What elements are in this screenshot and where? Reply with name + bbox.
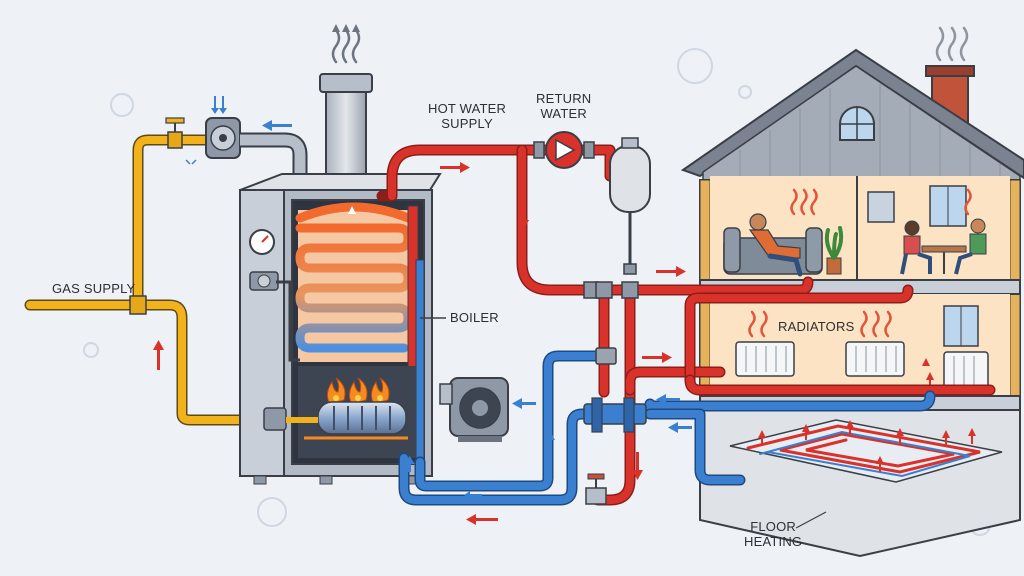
radiator-heat-wave-icon	[748, 310, 892, 338]
control-valve-icon	[249, 271, 300, 362]
return-water-label: RETURN WATER	[536, 91, 592, 122]
return-water-label-line1: RETURN	[536, 91, 592, 106]
house	[680, 26, 1024, 558]
valve-icon	[585, 473, 607, 505]
return-water-label-line2: WATER	[540, 105, 587, 121]
radiators-label: RADIATORS	[778, 319, 855, 334]
hot-water-supply-label: HOT WATER SUPPLY	[428, 101, 507, 132]
sofa-with-person	[723, 213, 823, 277]
floor-heating-label-line1: FLOOR	[750, 519, 796, 534]
hot-water-label-line1: HOT WATER	[428, 101, 507, 116]
floor-heating-coil	[746, 424, 981, 478]
gas-pipe	[24, 134, 274, 426]
radiator-3	[943, 351, 989, 391]
gas-supply-label: GAS SUPPLY	[52, 281, 136, 296]
hot-water-label-line2: SUPPLY	[441, 115, 493, 131]
floor-heating-label-line2: HEATING	[744, 533, 803, 549]
floor-heating-label: FLOOR HEATING	[744, 519, 803, 550]
attic-window	[839, 106, 875, 141]
flue-pipe	[319, 24, 373, 193]
boiler-label: BOILER	[450, 310, 499, 325]
gas-inlet-fitting	[263, 407, 318, 431]
house-plant	[824, 226, 844, 275]
flow-arrow-icon	[262, 120, 292, 131]
flame-icon	[326, 377, 390, 405]
return-manifold	[583, 397, 647, 433]
pipe-cap	[595, 347, 617, 365]
steam-icon	[331, 24, 361, 64]
roof	[680, 48, 1024, 180]
radiators	[735, 341, 989, 391]
air-inlet-fan-icon	[185, 96, 308, 185]
pipe-fittings	[583, 281, 639, 299]
radiator-2	[845, 341, 905, 377]
background-circles	[83, 48, 991, 536]
pump-icon	[533, 131, 595, 169]
hot-water-pipe	[376, 144, 996, 506]
floor-heat-arrows	[758, 420, 976, 472]
circulator-pump-icon	[439, 377, 509, 442]
expansion-tank	[609, 137, 651, 275]
radiator-1	[735, 341, 795, 377]
gas-valve-icon	[165, 117, 185, 149]
pressure-gauge-icon	[249, 229, 275, 255]
heat-wave-icon	[790, 188, 972, 216]
dining-people	[900, 218, 987, 275]
boiler	[239, 173, 442, 485]
flow-arrow-icon	[153, 162, 692, 525]
heat-exchanger-coil	[295, 223, 413, 353]
chimney-smoke-icon	[935, 26, 969, 62]
